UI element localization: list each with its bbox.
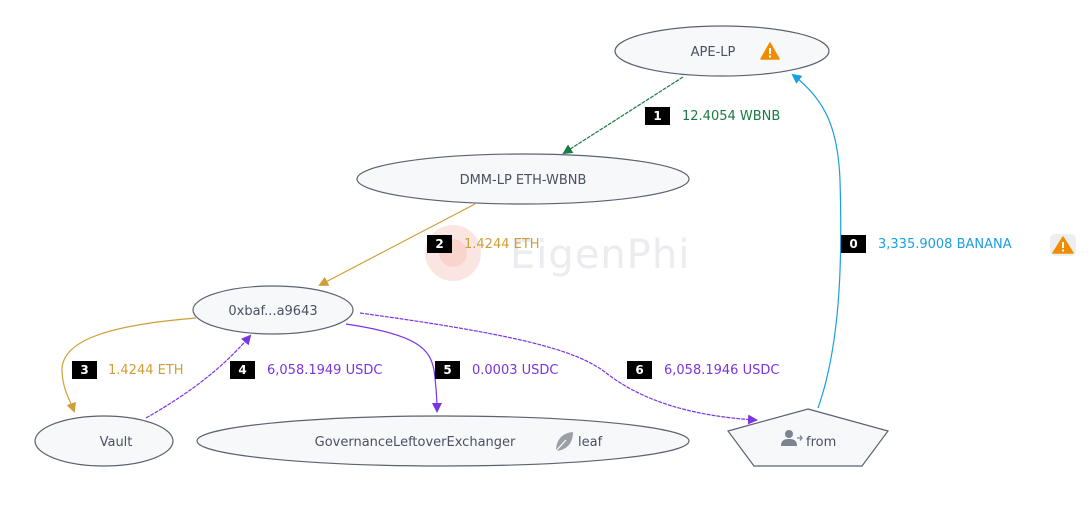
edge-4-line — [145, 334, 252, 419]
edge-2-index-badge — [427, 235, 452, 253]
edge-2-index: 2 — [435, 237, 443, 251]
node-address-label: 0xbaf...a9643 — [228, 304, 317, 319]
node-address[interactable]: 0xbaf...a9643 — [192, 285, 354, 335]
node-from-label: from — [806, 435, 836, 450]
node-governance-tag: leaf — [578, 435, 603, 450]
warning-icon — [760, 42, 780, 60]
edge-1-index: 1 — [653, 109, 661, 123]
node-from[interactable]: from — [726, 408, 890, 467]
edge-4-index: 4 — [238, 363, 246, 377]
node-ape-lp-shape — [614, 25, 830, 77]
edge-3-index-badge — [72, 361, 97, 379]
node-ape-lp[interactable]: APE-LP — [614, 25, 830, 77]
node-dmm-lp-label: DMM-LP ETH-WBNB — [460, 173, 587, 188]
edge-6[interactable]: 6 6,058.1946 USDC — [359, 312, 779, 425]
edge-5-index: 5 — [443, 363, 451, 377]
edge-0-amount: 3,335.9008 BANANA — [878, 237, 1012, 252]
edge-4[interactable]: 4 6,058.1949 USDC — [145, 334, 382, 419]
edge-1[interactable]: 1 12.4054 WBNB — [562, 76, 780, 155]
node-dmm-lp-shape — [356, 153, 690, 205]
edge-4-index-badge — [230, 361, 255, 379]
node-vault-shape — [34, 415, 174, 467]
edge-6-amount: 6,058.1946 USDC — [664, 363, 779, 378]
edge-0-index: 0 — [849, 237, 857, 251]
edge-2[interactable]: 2 1.4244 ETH — [318, 203, 540, 286]
edge-3[interactable]: 3 1.4244 ETH — [61, 317, 197, 413]
edge-0[interactable]: 0 3,335.9008 BANANA — [791, 73, 1076, 409]
edge-4-amount: 6,058.1949 USDC — [267, 363, 382, 378]
edge-1-amount: 12.4054 WBNB — [682, 109, 780, 124]
edge-1-index-badge — [645, 107, 670, 125]
edge-5[interactable]: 5 0.0003 USDC — [345, 323, 558, 413]
node-dmm-lp[interactable]: DMM-LP ETH-WBNB — [356, 153, 690, 205]
edge-5-index-badge — [435, 361, 460, 379]
node-governance-label: GovernanceLeftoverExchanger — [315, 435, 516, 450]
edge-3-line — [61, 317, 197, 413]
edge-6-index-badge — [627, 361, 652, 379]
edge-1-line — [562, 76, 684, 155]
node-governance-shape — [196, 415, 690, 467]
edge-6-index: 6 — [635, 363, 643, 377]
leaf-icon — [554, 432, 573, 453]
user-icon — [781, 430, 803, 446]
node-vault[interactable]: Vault — [34, 415, 174, 467]
edge-0-index-badge — [841, 235, 866, 253]
edge-0-line — [791, 73, 842, 409]
node-governance[interactable]: GovernanceLeftoverExchanger leaf — [196, 415, 690, 467]
edge-2-amount: 1.4244 ETH — [464, 237, 540, 252]
edge-2-line — [318, 203, 476, 286]
node-ape-lp-label: APE-LP — [691, 45, 736, 60]
edge-3-amount: 1.4244 ETH — [108, 363, 184, 378]
eigenphi-watermark: EigenPhi — [425, 225, 690, 281]
edge-0-warning-icon — [1050, 234, 1076, 256]
watermark-text: EigenPhi — [510, 232, 690, 278]
edge-3-index: 3 — [80, 363, 88, 377]
node-from-shape — [726, 408, 890, 467]
edge-5-amount: 0.0003 USDC — [472, 363, 558, 378]
edge-5-line — [345, 323, 442, 413]
node-vault-label: Vault — [100, 435, 133, 450]
edge-6-line — [359, 312, 758, 425]
node-address-shape — [192, 285, 354, 335]
